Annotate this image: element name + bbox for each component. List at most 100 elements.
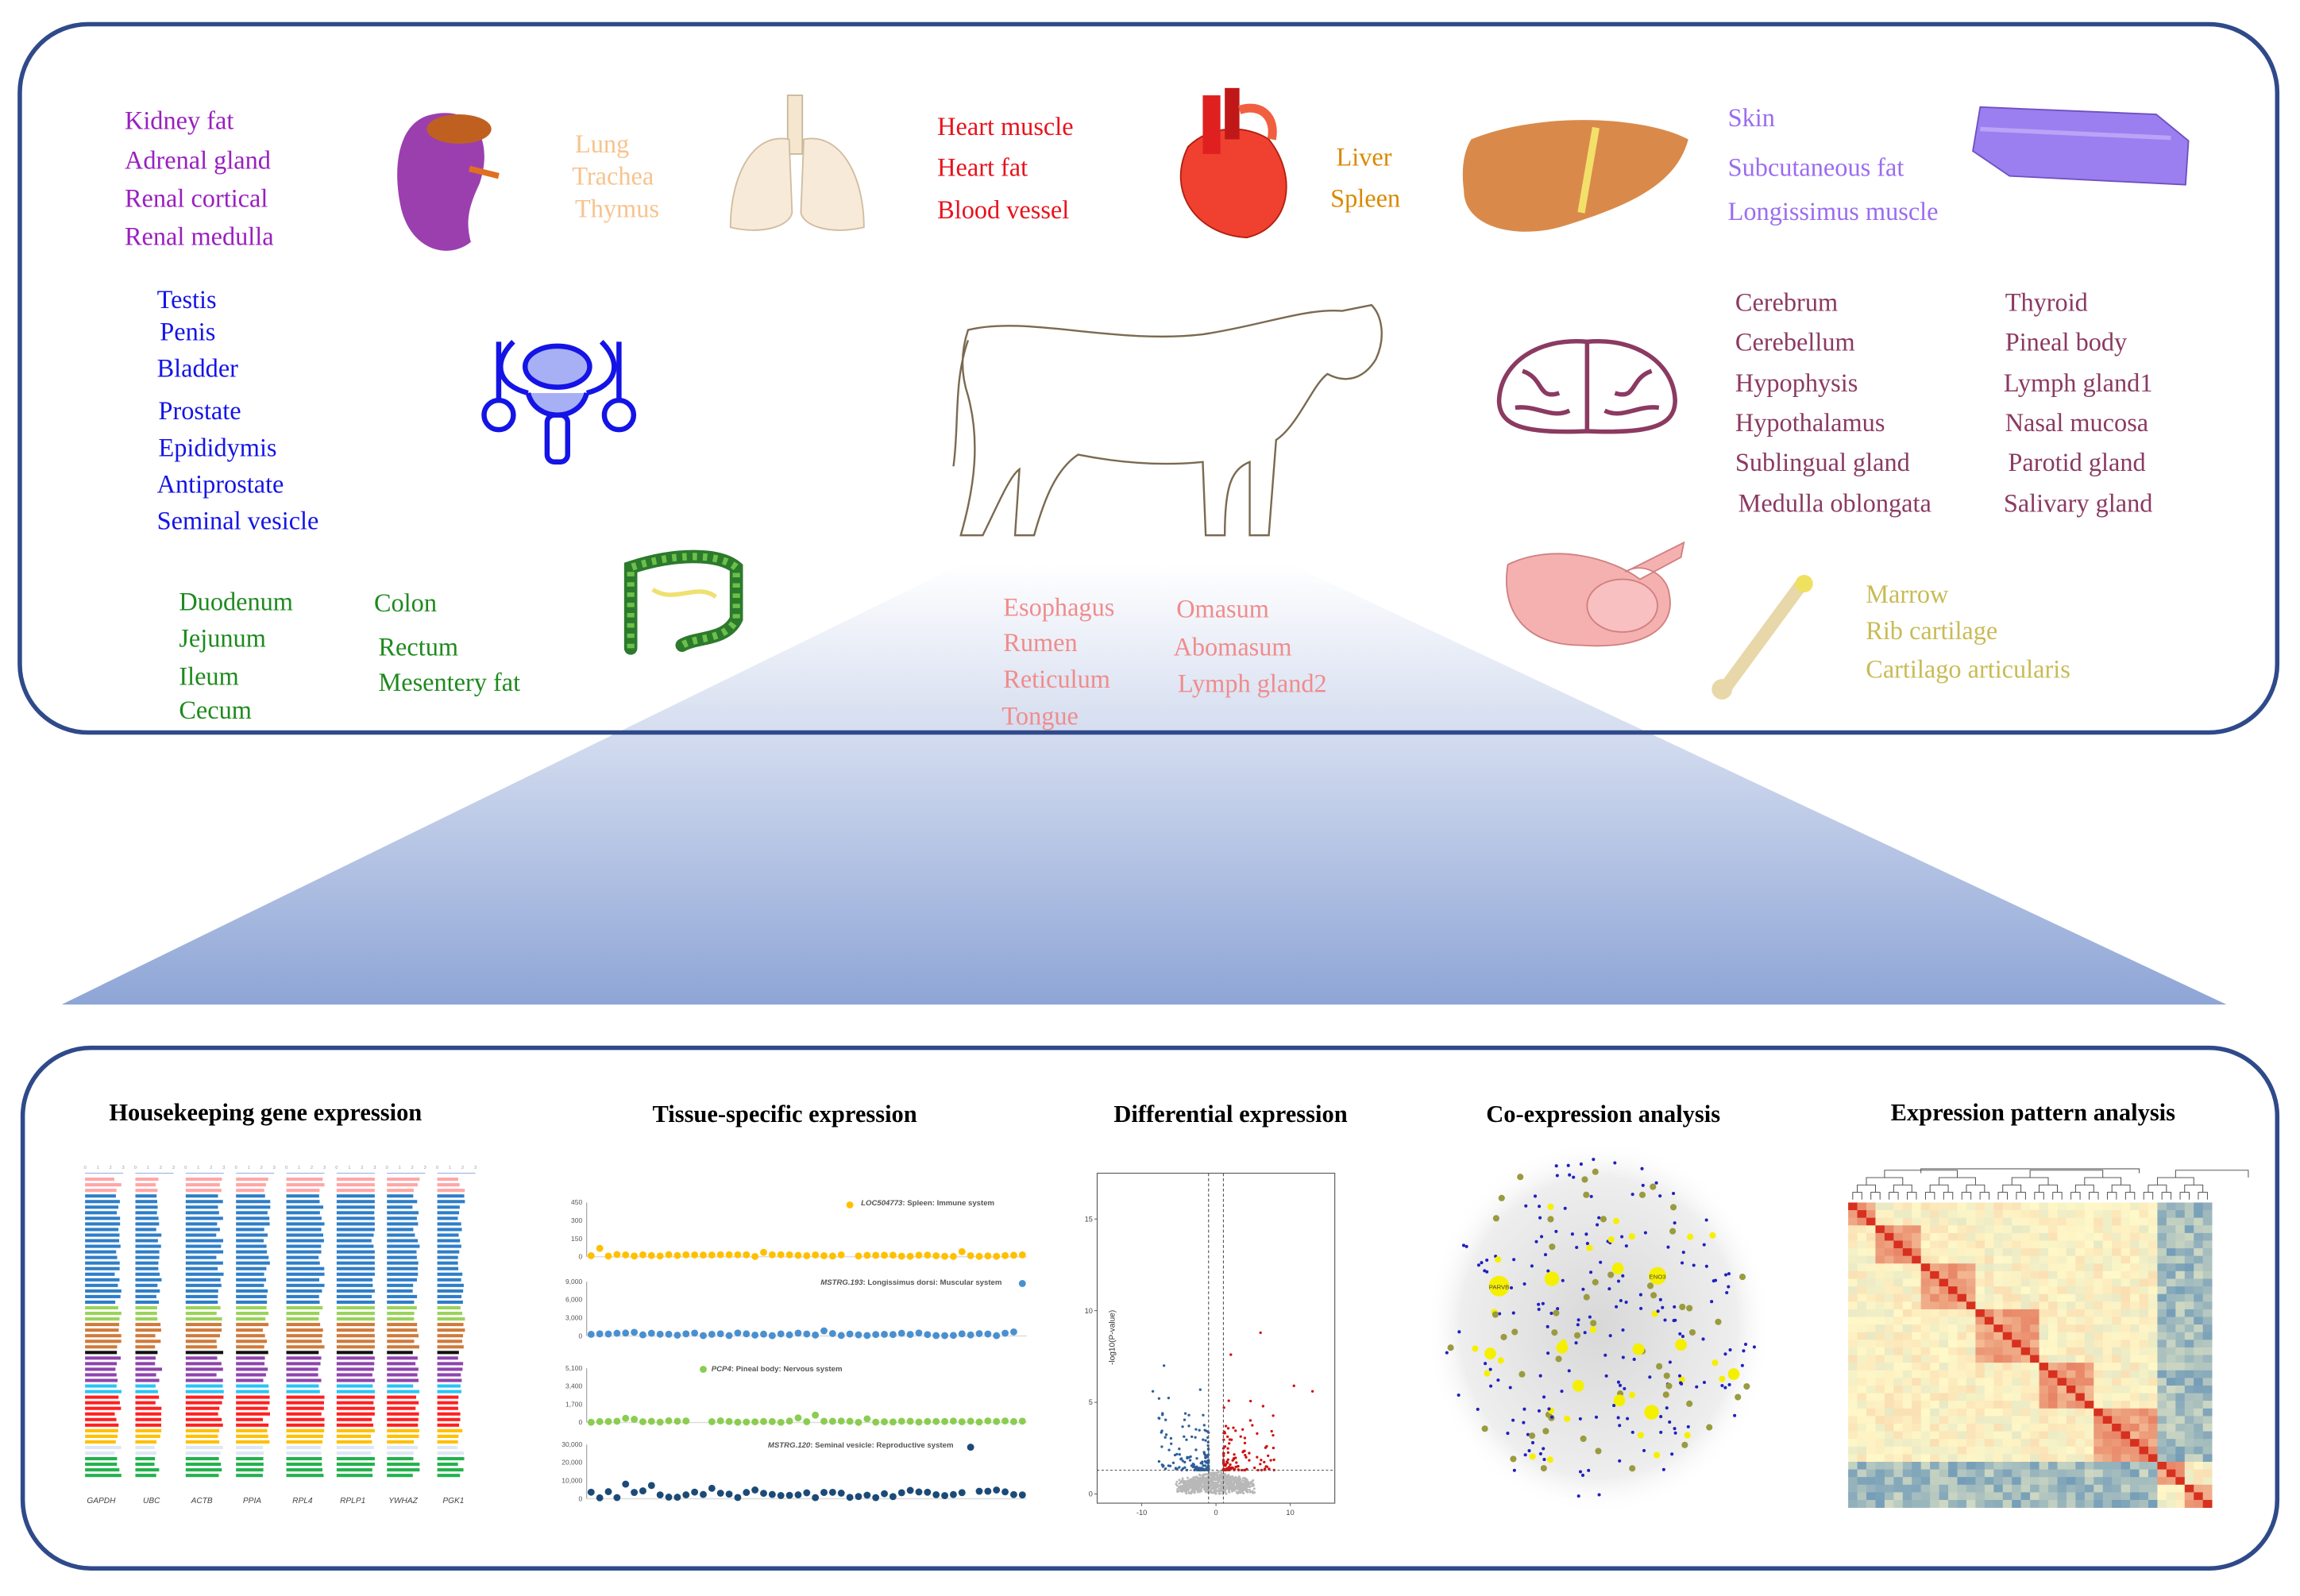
tick-label: 10 [1286,1509,1294,1517]
bar [286,1401,324,1405]
heatmap-cell [1884,1484,1894,1493]
tissue-label: Cartilago articularis [1866,653,2070,684]
ns-point [1230,1490,1233,1493]
bar [185,1373,217,1377]
heatmap-cell [2166,1217,2176,1226]
data-point [889,1493,897,1501]
heatmap-cell [1875,1423,1885,1432]
bar [135,1311,157,1316]
heatmap-cell [2130,1492,2140,1501]
heatmap-cell [2139,1225,2149,1234]
heatmap-cell [2130,1255,2140,1264]
heatmap-cell [2002,1240,2012,1249]
heatmap-cell [2102,1461,2113,1470]
heatmap-cell [2094,1293,2104,1302]
network-node [1695,1385,1699,1389]
bar [236,1183,266,1187]
heatmap-cell [2002,1255,2012,1264]
heatmap-cell [1866,1332,1876,1340]
network-node [1626,1417,1630,1421]
heatmap-cell [1866,1309,1876,1317]
tissue-label: Medulla oblongata [1738,488,1931,518]
up-point [1256,1432,1259,1436]
heatmap-cell [2194,1416,2204,1424]
heatmap-cell [2139,1232,2149,1241]
down-point [1178,1466,1181,1469]
heatmap-cell [1912,1500,1922,1508]
data-point [768,1332,776,1340]
heatmap-cell [2139,1423,2149,1432]
heatmap-cell [1984,1340,1994,1348]
heatmap-cell [1957,1484,1967,1493]
tissue-label: Heart fat [937,152,1028,183]
bar [85,1328,119,1332]
network-node [1656,1309,1660,1313]
heatmap-cell [2048,1492,2058,1501]
heatmap-cell [1920,1340,1931,1348]
heatmap-cell [1948,1408,1958,1417]
bar [336,1423,374,1427]
bar [135,1445,155,1450]
heatmap-cell [1920,1278,1931,1287]
heatmap-cell [2112,1500,2121,1508]
heatmap-cell [2075,1309,2086,1317]
heatmap-cell [1948,1454,1958,1463]
hub-node [1675,1339,1687,1351]
bar [387,1423,419,1427]
heatmap-cell [1939,1355,1949,1363]
heatmap-cell [2157,1347,2167,1355]
heatmap-cell [1966,1301,1976,1310]
bar [135,1300,160,1304]
heatmap-cell [1920,1469,1931,1478]
heatmap-cell [1975,1393,1985,1401]
heatmap-cell [2184,1446,2194,1455]
heatmap-cell [1984,1202,1994,1211]
heatmap-cell [2166,1446,2176,1455]
bar [85,1362,118,1366]
bar [85,1423,119,1427]
network-node [1666,1245,1670,1249]
heatmap-cell [1948,1332,1958,1340]
heatmap-cell [2157,1370,2167,1378]
heatmap-cell [2020,1301,2031,1310]
network-node [1529,1432,1536,1440]
heatmap-cell [2121,1492,2131,1501]
heatmap-cell [1975,1477,1985,1486]
tick-label: 3 [424,1166,426,1170]
heatmap-cell [2166,1317,2176,1325]
heatmap-cell [1948,1446,1958,1455]
heatmap-cell [2075,1477,2086,1486]
bar [185,1468,222,1472]
heatmap-cell [2020,1431,2031,1440]
heatmap-cell [1902,1378,1912,1386]
data-point [941,1492,948,1499]
network-node [1519,1370,1526,1378]
network-node [1511,1311,1515,1315]
heatmap-cell [2202,1378,2213,1386]
heatmap-cell [2148,1293,2158,1302]
heatmap-cell [1902,1217,1912,1226]
bar [135,1345,156,1349]
heatmap-cell [2121,1255,2131,1264]
heatmap-cell [2194,1423,2204,1432]
ns-point [1210,1471,1213,1475]
bar [185,1300,218,1304]
heatmap-cell [2157,1293,2167,1302]
heatmap-cell [2112,1355,2121,1363]
heatmap-cell [2139,1324,2149,1333]
network-node [1512,1258,1516,1262]
bar [387,1395,417,1399]
heatmap-cell [2202,1484,2213,1493]
bar [135,1406,162,1410]
data-point [751,1486,759,1494]
heatmap-cell [1975,1363,1985,1371]
heatmap-cell [1912,1240,1922,1249]
tissue-label: Lymph gland1 [2003,368,2153,398]
ns-point [1238,1479,1241,1482]
data-point [716,1417,724,1424]
heatmap-cell [1930,1317,1939,1325]
heatmap-cell [1884,1461,1894,1470]
heatmap-cell [2012,1225,2022,1234]
heatmap-cell [2166,1248,2176,1257]
ns-point [1248,1482,1250,1486]
